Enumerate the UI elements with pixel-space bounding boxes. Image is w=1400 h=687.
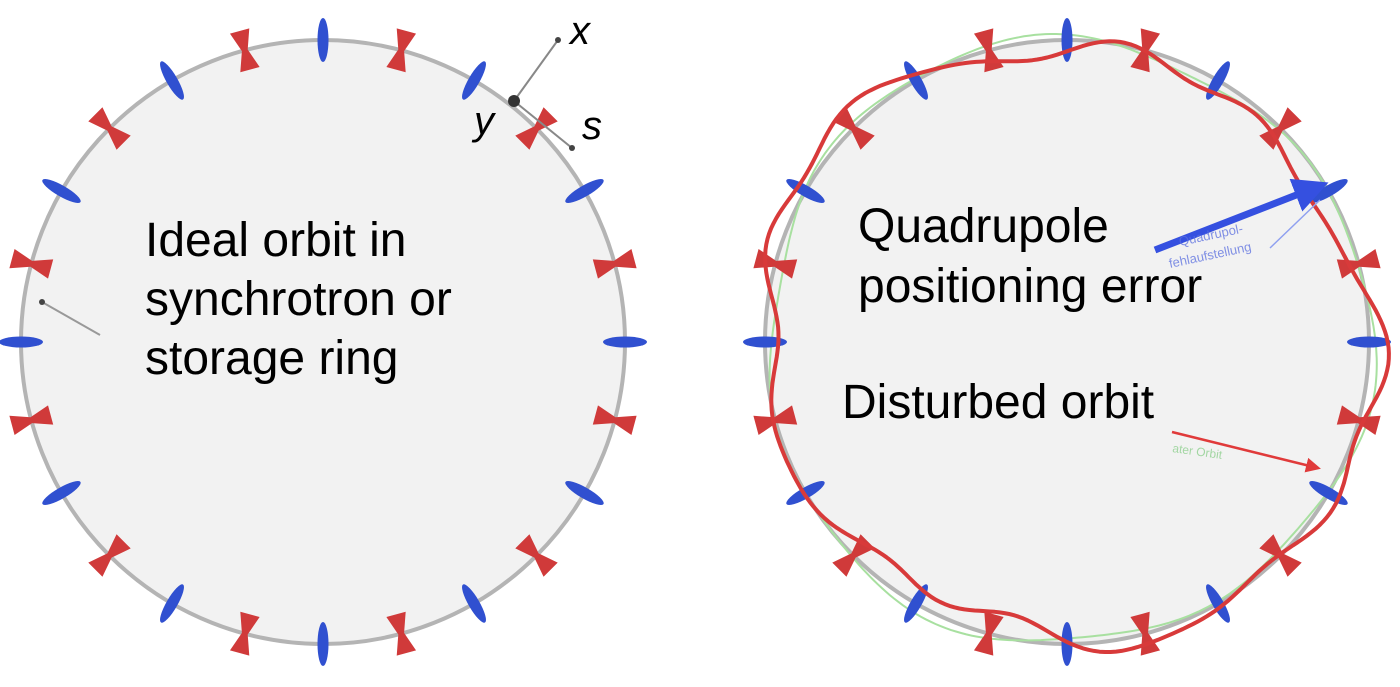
left-focusing-quadrupole bbox=[42, 481, 81, 505]
right-panel-disturbed-orbit: Quadrupol- fehlaufstellung ater Orbit Qu… bbox=[743, 18, 1391, 666]
right-focusing-quadrupole bbox=[1061, 18, 1073, 62]
right-defocusing-quadrupole bbox=[1259, 107, 1302, 150]
error-label-line-2: positioning error bbox=[858, 260, 1202, 313]
right-defocusing-quadrupole bbox=[832, 107, 875, 150]
right-focusing-quadrupole bbox=[904, 584, 928, 623]
faint-green-note: ater Orbit bbox=[1172, 441, 1224, 462]
left-defocusing-quadrupole bbox=[88, 107, 131, 150]
right-panel-labels: Quadrupole positioning error Disturbed o… bbox=[842, 200, 1202, 429]
caption-line-3: storage ring bbox=[145, 332, 398, 385]
left-focusing-quadrupole bbox=[565, 179, 604, 203]
left-focusing-quadrupole bbox=[317, 622, 329, 666]
right-focusing-quadrupole bbox=[904, 61, 928, 100]
left-focusing-quadrupole bbox=[603, 336, 647, 348]
right-focusing-quadrupole bbox=[1206, 584, 1230, 623]
error-label-line-1: Quadrupole bbox=[858, 200, 1109, 253]
disturbed-orbit-indicator: ater Orbit bbox=[1171, 430, 1321, 473]
left-focusing-quadrupole bbox=[0, 336, 43, 348]
right-focusing-quadrupole bbox=[743, 336, 787, 348]
s-axis-line bbox=[513, 100, 573, 149]
left-defocusing-quadrupole bbox=[9, 248, 54, 279]
disturbed-orbit-curve bbox=[763, 39, 1391, 654]
left-defocusing-quadrupole bbox=[88, 534, 131, 577]
x-axis-label: x bbox=[568, 9, 592, 53]
left-focusing-quadrupole bbox=[462, 584, 486, 623]
left-defocusing-quadrupole bbox=[386, 611, 417, 656]
right-defocusing-quadrupole bbox=[753, 405, 798, 436]
right-focusing-quadrupole bbox=[1347, 336, 1391, 348]
left-defocusing-quadrupole bbox=[229, 611, 260, 656]
reference-marker bbox=[39, 299, 101, 336]
right-defocusing-quadrupole bbox=[1130, 611, 1161, 656]
left-defocusing-quadrupole bbox=[9, 405, 54, 436]
disturbed-orbit-label: Disturbed orbit bbox=[842, 376, 1154, 429]
x-axis-line bbox=[513, 39, 559, 102]
left-defocusing-quadrupole bbox=[229, 28, 260, 73]
left-panel-ideal-orbit: x y s Ideal orbit in synchrotron or stor… bbox=[0, 9, 647, 666]
ideal-orbit-caption: Ideal orbit in synchrotron or storage ri… bbox=[145, 214, 452, 385]
left-defocusing-quadrupole bbox=[515, 534, 558, 577]
coordinate-system: x y s bbox=[471, 9, 602, 151]
left-focusing-quadrupole bbox=[565, 481, 604, 505]
caption-line-2: synchrotron or bbox=[145, 273, 452, 326]
left-defocusing-quadrupole bbox=[386, 28, 417, 73]
right-defocusing-quadrupole bbox=[973, 611, 1004, 656]
caption-line-1: Ideal orbit in bbox=[145, 214, 407, 267]
error-arrow bbox=[1153, 178, 1329, 254]
s-axis-label: s bbox=[582, 104, 602, 148]
y-axis-label: y bbox=[471, 99, 497, 143]
right-focusing-quadrupole bbox=[786, 179, 825, 203]
left-focusing-quadrupole bbox=[160, 584, 184, 623]
left-defocusing-quadrupole bbox=[592, 405, 637, 436]
left-focusing-quadrupole bbox=[462, 61, 486, 100]
left-defocusing-quadrupole bbox=[515, 107, 558, 150]
orbit-arrow bbox=[1171, 430, 1321, 473]
left-focusing-quadrupole bbox=[42, 179, 81, 203]
left-focusing-quadrupole bbox=[160, 61, 184, 100]
left-magnet-lattice bbox=[0, 18, 647, 666]
right-defocusing-quadrupole bbox=[1336, 405, 1381, 436]
left-focusing-quadrupole bbox=[317, 18, 329, 62]
left-defocusing-quadrupole bbox=[592, 248, 637, 279]
right-defocusing-quadrupole bbox=[1336, 248, 1381, 279]
origin-point bbox=[508, 95, 520, 107]
